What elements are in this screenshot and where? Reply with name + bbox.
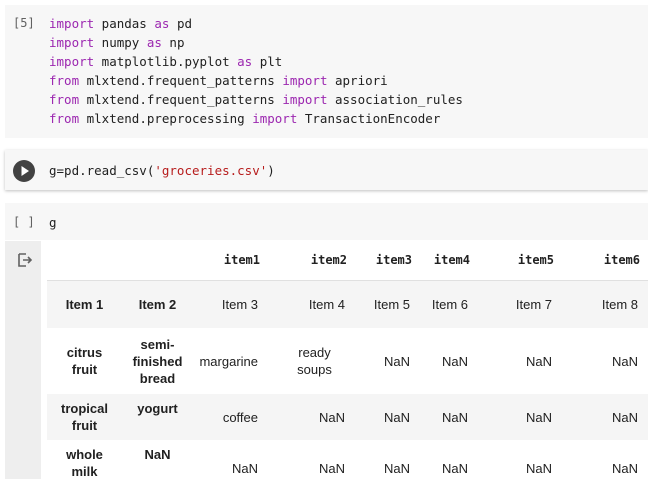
code-text: plt	[252, 54, 283, 69]
index-cell: tropical fruit	[61, 401, 108, 433]
execution-count: [ ]	[13, 215, 35, 229]
code-cell-imports[interactable]: [5] import pandas as pd import numpy as …	[5, 5, 648, 138]
keyword: import	[49, 54, 95, 69]
keyword: from	[49, 92, 80, 107]
table-row: citrus fruit semi-finished bread margari…	[47, 328, 648, 394]
blank-header	[122, 241, 193, 280]
string-literal: 'groceries.csv'	[154, 163, 268, 178]
table-cell: Item 8	[601, 296, 638, 312]
column-header: item6	[603, 253, 640, 268]
index-cell: semi-finished bread	[132, 336, 183, 386]
keyword: as	[237, 54, 253, 69]
code-text: mlxtend.preprocessing	[79, 111, 253, 126]
table-cell: Item 5	[373, 296, 410, 312]
code-text: np	[161, 35, 185, 50]
keyword: import	[252, 111, 298, 126]
table-cell: NaN	[441, 409, 468, 425]
index-cell: citrus fruit	[66, 345, 103, 377]
code-text: TransactionEncoder	[297, 111, 441, 126]
code-text: pandas	[94, 16, 155, 31]
column-header-row: item1 item2 item3 item4 item5 item6	[47, 241, 648, 280]
table-row: tropical fruit yogurt coffee NaN NaN NaN…	[47, 394, 648, 440]
table-cell: NaN	[611, 460, 638, 476]
index-cell: yogurt	[137, 401, 178, 416]
keyword: import	[282, 73, 328, 88]
code-editor[interactable]: g=pd.read_csv('groceries.csv')	[49, 161, 275, 180]
code-text: pd	[169, 16, 193, 31]
table-cell: NaN	[611, 353, 638, 369]
table-cell: NaN	[525, 460, 552, 476]
code-text: mlxtend.frequent_patterns	[79, 73, 283, 88]
table-cell: NaN	[318, 409, 345, 425]
keyword: import	[49, 16, 95, 31]
execution-count: [5]	[13, 16, 35, 30]
index-header: Item 1	[65, 296, 104, 312]
column-header: item1	[223, 253, 260, 268]
table-cell: NaN	[525, 353, 552, 369]
table-cell: Item 7	[515, 296, 552, 312]
index-cell: NaN	[144, 447, 171, 462]
keyword: as	[154, 16, 170, 31]
code-text: apriori	[327, 73, 388, 88]
code-text: association_rules	[327, 92, 463, 107]
dataframe-output: item1 item2 item3 item4 item5 item6 Item…	[47, 241, 648, 479]
index-cell: whole milk	[66, 447, 103, 479]
run-cell-button[interactable]	[13, 160, 35, 182]
code-cell-read-csv[interactable]: g=pd.read_csv('groceries.csv')	[5, 150, 648, 190]
table-cell: NaN	[318, 460, 345, 476]
code-cell-display[interactable]: [ ] g	[5, 203, 648, 240]
table-row: whole milk NaN NaN NaN NaN NaN NaN NaN	[47, 440, 648, 479]
keyword: import	[282, 92, 328, 107]
table-cell: NaN	[525, 409, 552, 425]
table-cell: margarine	[199, 353, 258, 369]
keyword: from	[49, 73, 80, 88]
table-cell: coffee	[222, 409, 258, 425]
table-cell: Item 3	[221, 296, 258, 312]
table-cell: NaN	[383, 460, 410, 476]
code-text: g=pd.read_csv(	[49, 163, 155, 178]
table-cell: NaN	[441, 353, 468, 369]
output-arrow-icon[interactable]	[17, 253, 33, 267]
column-header: item4	[433, 253, 470, 268]
code-text: numpy	[94, 35, 147, 50]
table-cell: NaN	[231, 460, 258, 476]
table-cell: NaN	[441, 460, 468, 476]
table-cell: ready soups	[297, 345, 332, 377]
table-cell: NaN	[383, 409, 410, 425]
keyword: as	[146, 35, 162, 50]
play-icon	[21, 166, 29, 176]
table-row: Item 1 Item 2 Item 3 Item 4 Item 5 Item …	[47, 280, 648, 328]
code-editor[interactable]: g	[49, 215, 57, 230]
table-cell: NaN	[383, 353, 410, 369]
dataframe-table: item1 item2 item3 item4 item5 item6 Item…	[47, 241, 648, 479]
index-header: Item 2	[138, 296, 177, 312]
table-cell: Item 6	[431, 296, 468, 312]
column-header: item3	[375, 253, 412, 268]
keyword: import	[49, 35, 95, 50]
output-gutter	[5, 241, 41, 479]
table-cell: NaN	[611, 409, 638, 425]
column-header: item5	[517, 253, 554, 268]
code-text: )	[267, 163, 275, 178]
code-text: matplotlib.pyplot	[94, 54, 238, 69]
code-text: mlxtend.frequent_patterns	[79, 92, 283, 107]
code-editor[interactable]: import pandas as pd import numpy as np i…	[49, 14, 463, 128]
keyword: from	[49, 111, 80, 126]
blank-header	[47, 241, 122, 280]
column-header: item2	[310, 253, 347, 268]
table-cell: Item 4	[308, 296, 345, 312]
